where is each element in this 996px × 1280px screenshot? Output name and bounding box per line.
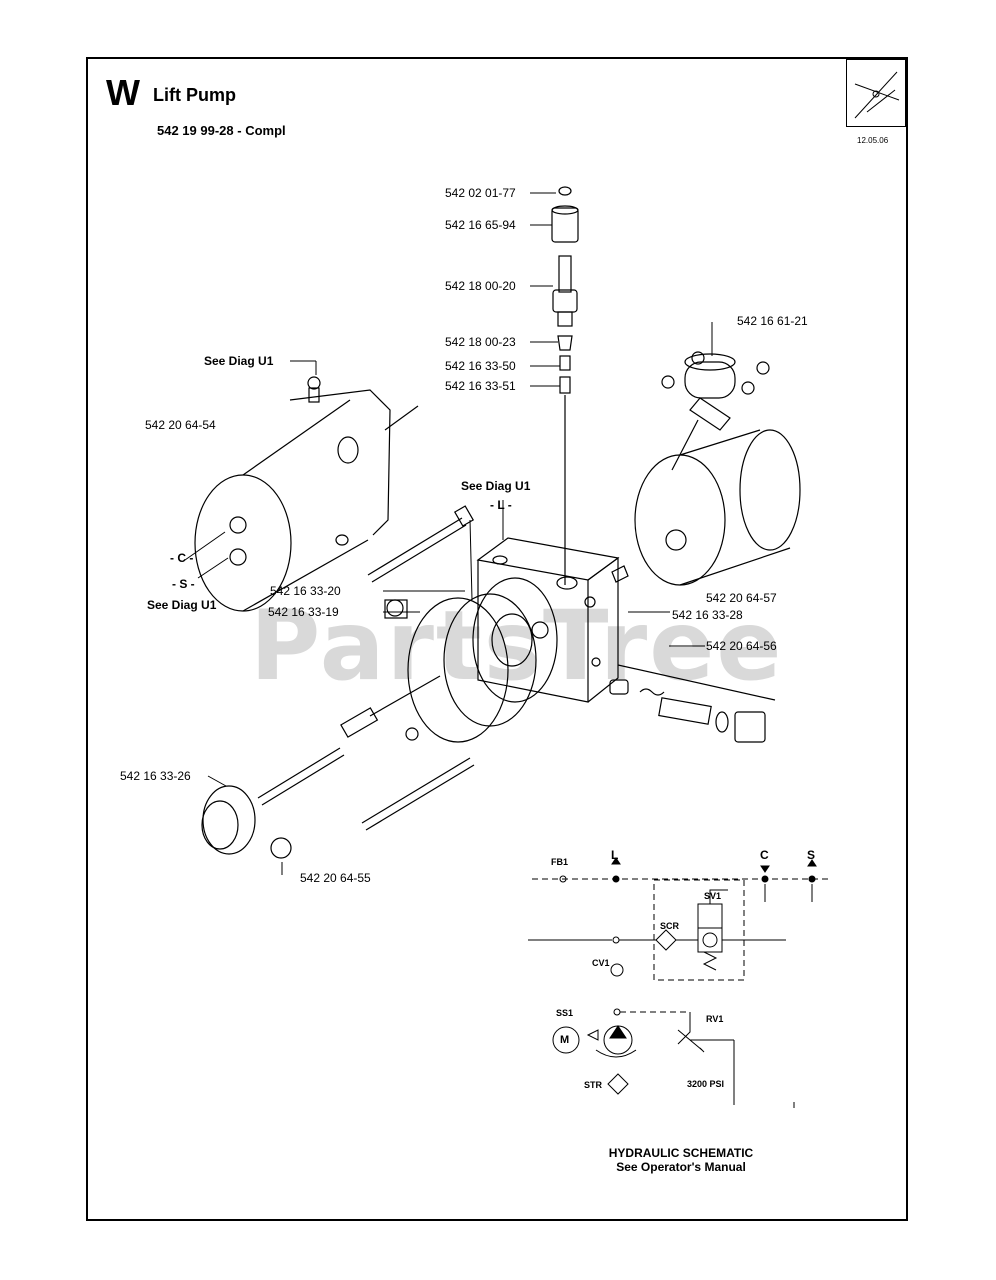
schematic-label-s: S <box>807 848 816 862</box>
port-label-s: - S - <box>172 577 195 591</box>
part-label-542-16-33-50: 542 16 33-50 <box>445 359 516 373</box>
schematic-label-rv1: RV1 <box>706 1014 724 1024</box>
assembly-suffix: Compl <box>245 123 286 138</box>
schematic-label-l: L <box>611 848 619 862</box>
page-frame <box>86 57 908 1221</box>
schematic-label-str: STR <box>584 1080 602 1090</box>
part-label-542-16-61-21: 542 16 61-21 <box>737 314 808 328</box>
port-label-c: - C - <box>170 551 194 565</box>
schematic-label-psi: 3200 PSI <box>687 1079 725 1089</box>
section-letter: W <box>106 72 140 113</box>
schematic-caption: HYDRAULIC SCHEMATIC See Operator's Manua… <box>596 1146 766 1174</box>
part-label-542-16-33-19: 542 16 33-19 <box>268 605 339 619</box>
see-diag-label-top: See Diag U1 <box>204 354 274 368</box>
see-diag-label-middle: See Diag U1 <box>461 479 531 493</box>
part-label-542-20-64-56: 542 20 64-56 <box>706 639 777 653</box>
schematic-label-scr: SCR <box>660 921 680 931</box>
right-motor <box>611 429 801 586</box>
see-diag-label-left: See Diag U1 <box>147 598 217 612</box>
orientation-icon <box>854 71 900 119</box>
part-label-542-16-33-51: 542 16 33-51 <box>445 379 516 393</box>
port-label-l: - L - <box>490 498 512 512</box>
part-label-542-18-00-23: 542 18 00-23 <box>445 335 516 349</box>
left-motor <box>194 376 419 612</box>
part-label-542-20-64-55: 542 20 64-55 <box>300 871 371 885</box>
schematic-label-c: C <box>760 848 769 862</box>
part-label-542-16-33-20: 542 16 33-20 <box>270 584 341 598</box>
manifold-block <box>476 537 620 703</box>
relief-valve <box>609 664 776 743</box>
tie-rods <box>257 505 475 831</box>
assembly-number-value: 542 19 99-28 <box>157 123 234 138</box>
hydraulic-schematic <box>528 857 828 1108</box>
schematic-label-ss1: SS1 <box>556 1008 574 1018</box>
part-label-542-18-00-20: 542 18 00-20 <box>445 279 516 293</box>
schematic-label-cv1: CV1 <box>592 958 610 968</box>
pump-plates <box>384 577 558 743</box>
schematic-label-motor: M <box>560 1034 570 1046</box>
schematic-caption-title: HYDRAULIC SCHEMATIC <box>608 1146 754 1160</box>
pump-cap <box>201 785 292 859</box>
schematic-label-sv1: SV1 <box>704 891 722 901</box>
page-title: Lift Pump <box>153 85 236 105</box>
orientation-badge <box>846 59 906 127</box>
part-label-542-16-33-26: 542 16 33-26 <box>120 769 191 783</box>
schematic-caption-note: See Operator's Manual <box>616 1160 746 1174</box>
part-label-542-16-33-28: 542 16 33-28 <box>672 608 743 622</box>
part-label-542-02-01-77: 542 02 01-77 <box>445 186 516 200</box>
solenoid <box>661 351 770 471</box>
assembly-number: 542 19 99-28 - Compl <box>157 123 286 138</box>
part-label-542-20-64-57: 542 20 64-57 <box>706 591 777 605</box>
part-label-542-20-64-54: 542 20 64-54 <box>145 418 216 432</box>
part-label-542-16-65-94: 542 16 65-94 <box>445 218 516 232</box>
schematic-label-fb1: FB1 <box>551 857 569 867</box>
revision-date: 12.05.06 <box>857 136 889 145</box>
